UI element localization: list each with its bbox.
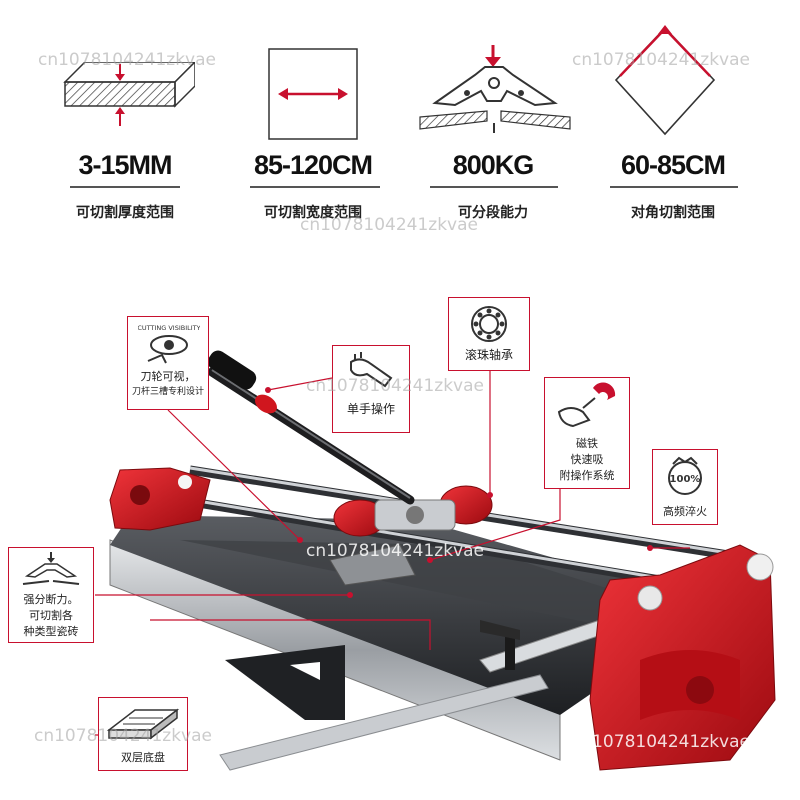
watermark: cn1078104241zkvae: [306, 541, 484, 561]
watermark: cn1078104241zkvae: [572, 50, 750, 70]
spec-label-thickness: 可切割厚度范围: [76, 205, 174, 221]
watermark: cn1078104241zkvae: [306, 376, 484, 396]
callout-base-label: 双层底盘: [121, 751, 165, 764]
watermark: cn1078104241zkvae: [34, 726, 212, 746]
callout-bearing: 滚珠轴承: [448, 297, 530, 371]
cut-width-icon: [268, 48, 358, 140]
handle-bar: [207, 367, 415, 505]
watermark: cn1078104241zkvae: [38, 50, 216, 70]
callout-magnet-line3: 附操作系统: [559, 469, 615, 482]
spec-label-breaking: 可分段能力: [458, 205, 528, 221]
callout-cutting-visibility: CUTTING VISIBILITY 刀轮可视， 刀杆三槽专利设计: [127, 316, 209, 410]
callout-breaking-line2: 可切割各: [29, 609, 73, 622]
double-base-icon: [106, 708, 180, 740]
callout-magnet-line2: 快速吸: [570, 453, 604, 466]
visibility-badge: CUTTING VISIBILITY: [138, 324, 200, 332]
watermark: cn1078104241zkvae: [300, 215, 478, 235]
spec-value-width: 85-120CM: [253, 150, 373, 180]
callout-breaking-line3: 种类型瓷砖: [23, 625, 79, 638]
callout-bearing-label: 滚珠轴承: [464, 348, 513, 362]
quality-badge-icon: 100%: [668, 456, 702, 495]
callout-quench: 100% 高频淬火: [652, 449, 718, 525]
callout-magnet-line1: 磁铁: [576, 437, 598, 450]
hand-icon: [350, 352, 393, 388]
breaking-force-icon: [419, 45, 571, 133]
spec-divider: [610, 186, 738, 188]
spec-value-thickness: 3-15MM: [78, 150, 172, 180]
spec-divider: [70, 186, 180, 188]
quench-badge-text: 100%: [670, 474, 701, 485]
callout-one-hand: 单手操作: [332, 345, 410, 433]
callout-visibility-line1: 刀轮可视，: [140, 370, 196, 383]
callout-breaking: 强分断力。 可切割各 种类型瓷砖: [8, 547, 94, 643]
eye-icon: CUTTING VISIBILITY: [138, 324, 200, 364]
diagonal-cut-icon: [614, 25, 716, 136]
callout-base: 双层底盘: [98, 697, 188, 771]
callout-quench-label: 高频淬火: [663, 505, 707, 518]
watermark: cn1078104241zkvae: [572, 732, 750, 752]
magnet-icon: [557, 382, 616, 428]
guide-rail-front: [149, 490, 721, 595]
callout-visibility-line2: 刀杆三槽专利设计: [131, 387, 204, 397]
spec-value-breaking: 800KG: [452, 150, 535, 180]
breaking-icon: [22, 552, 80, 585]
tile-thickness-icon: [63, 62, 195, 126]
callout-one-hand-label: 单手操作: [346, 402, 395, 416]
spec-label-width: 可切割宽度范围: [264, 205, 362, 221]
ball-bearing-icon: [471, 306, 507, 342]
callout-breaking-line1: 强分断力。: [23, 593, 79, 606]
breaking-foot: [329, 544, 416, 586]
spec-divider: [430, 186, 558, 188]
spec-label-diagonal: 对角切割范围: [631, 205, 715, 221]
callout-magnet: 磁铁 快速吸 附操作系统: [544, 377, 630, 489]
spec-divider: [250, 186, 380, 188]
spec-value-diagonal: 60-85CM: [620, 150, 726, 180]
measuring-arm: [219, 674, 549, 771]
